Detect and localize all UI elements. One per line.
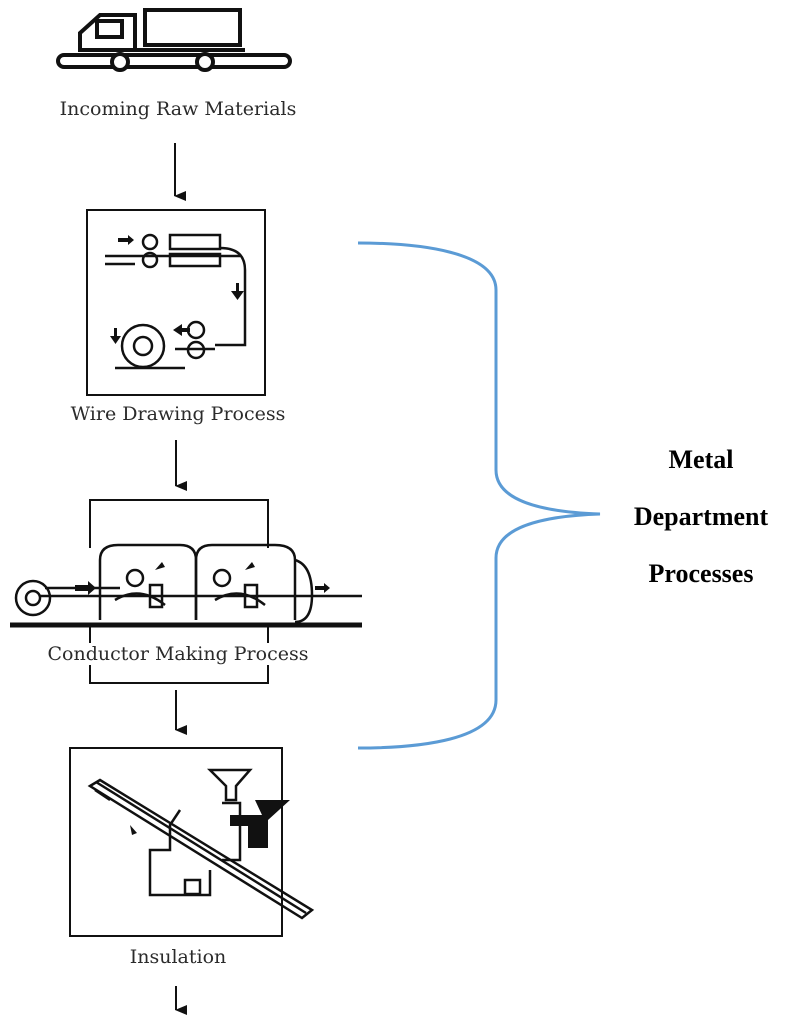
group-label-line-1: Metal xyxy=(668,445,734,474)
stranding-machine-icon xyxy=(10,499,362,684)
group-label-line-3: Processes xyxy=(648,559,754,588)
group-label: Metal Department Processes xyxy=(600,447,802,618)
step-label-raw-materials: Incoming Raw Materials xyxy=(59,98,297,120)
curly-brace xyxy=(357,241,601,750)
step-label-wire-drawing: Wire Drawing Process xyxy=(70,403,286,425)
wire-drawing-machine-icon xyxy=(86,209,266,396)
step-label-insulation: Insulation xyxy=(129,946,227,968)
extruder-icon xyxy=(69,747,315,937)
truck-icon xyxy=(56,8,292,72)
step-label-conductor-making: Conductor Making Process xyxy=(18,643,338,665)
group-label-line-2: Department xyxy=(633,502,769,531)
